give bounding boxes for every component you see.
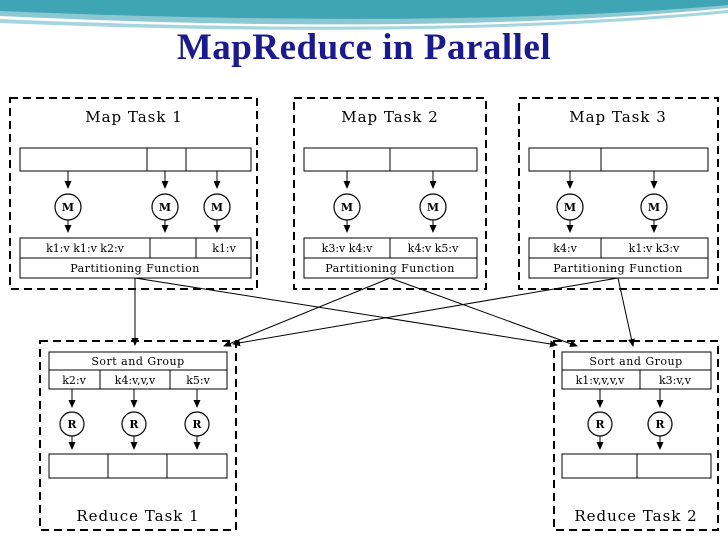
slide-title: MapReduce in Parallel [176,27,552,68]
map-task-1: Map Task 1 M M M k1:v k1:v k2:v k1:v Pa [9,97,258,290]
reducer-label: R [67,418,77,431]
map-task-2-title: Map Task 2 [341,108,439,126]
map-task-1-input-split [19,147,252,172]
reducer-label: R [655,418,665,431]
shuffle-arrow-map3-reduce2 [617,277,635,347]
reduce-task-1: Sort and Group k2:v k4:v,v,v k5:v R R R … [39,340,237,531]
kv-cell: k1:v,v,v,v [576,374,626,387]
reduce-task-2-kv-row [561,369,712,390]
kv-cell: k4:v [553,242,577,255]
shuffle-arrow-map2-reduce2 [389,277,578,347]
kv-cell: k1:v k1:v k2:v [46,242,125,255]
kv-cell: k5:v [186,374,210,387]
map-task-2: Map Task 2 M M k3:v k4:v k4:v k5:v Parti… [293,97,487,290]
kv-cell: k4:v k5:v [408,242,459,255]
reduce-task-1-title: Reduce Task 1 [76,507,199,525]
mapper-label: M [159,201,171,214]
mapper-label: M [427,201,439,214]
reduce-task-1-kv-row [48,369,228,390]
reducer-label: R [192,418,202,431]
reduce-task-2: Sort and Group k1:v,v,v,v k3:v,v R R Red… [553,340,719,531]
kv-cell: k1:v k3:v [629,242,680,255]
mapper-label: M [648,201,660,214]
kv-cell: k4:v,v,v [115,374,156,387]
partition-label: Partitioning Function [70,262,200,275]
reducer-label: R [595,418,605,431]
kv-cell: k3:v k4:v [322,242,373,255]
sort-group-label: Sort and Group [91,355,184,368]
kv-cell: k1:v [212,242,236,255]
map-task-1-title: Map Task 1 [85,108,183,126]
reducer-label: R [129,418,139,431]
map-task-3-title: Map Task 3 [569,108,667,126]
map-task-3-input-split [528,147,709,172]
map-task-1-border [9,97,258,290]
mapper-label: M [62,201,74,214]
sort-group-label: Sort and Group [589,355,682,368]
shuffle-arrow-map3-reduce1 [232,277,619,347]
map-task-3: Map Task 3 M M k4:v k1:v k3:v Partitioni… [518,97,719,290]
reduce-task-2-border [553,340,719,531]
kv-cell: k3:v,v [659,374,692,387]
reduce-task-2-title: Reduce Task 2 [574,507,697,525]
mapper-label: M [564,201,576,214]
header-wave-decoration [0,0,728,30]
map-task-2-border [293,97,487,290]
partition-label: Partitioning Function [553,262,683,275]
shuffle-arrow-map2-reduce1 [223,277,391,347]
reduce-task-1-border [39,340,237,531]
wave-band-dark [0,0,728,19]
mapper-label: M [341,201,353,214]
kv-cell: k2:v [62,374,86,387]
shuffle-arrow-map1-reduce2 [134,277,558,348]
reduce-task-1-output-bar [48,453,228,479]
shuffle-arrows [131,277,635,348]
mapper-label: M [211,201,223,214]
partition-label: Partitioning Function [325,262,455,275]
wave-band-accent [0,10,728,30]
